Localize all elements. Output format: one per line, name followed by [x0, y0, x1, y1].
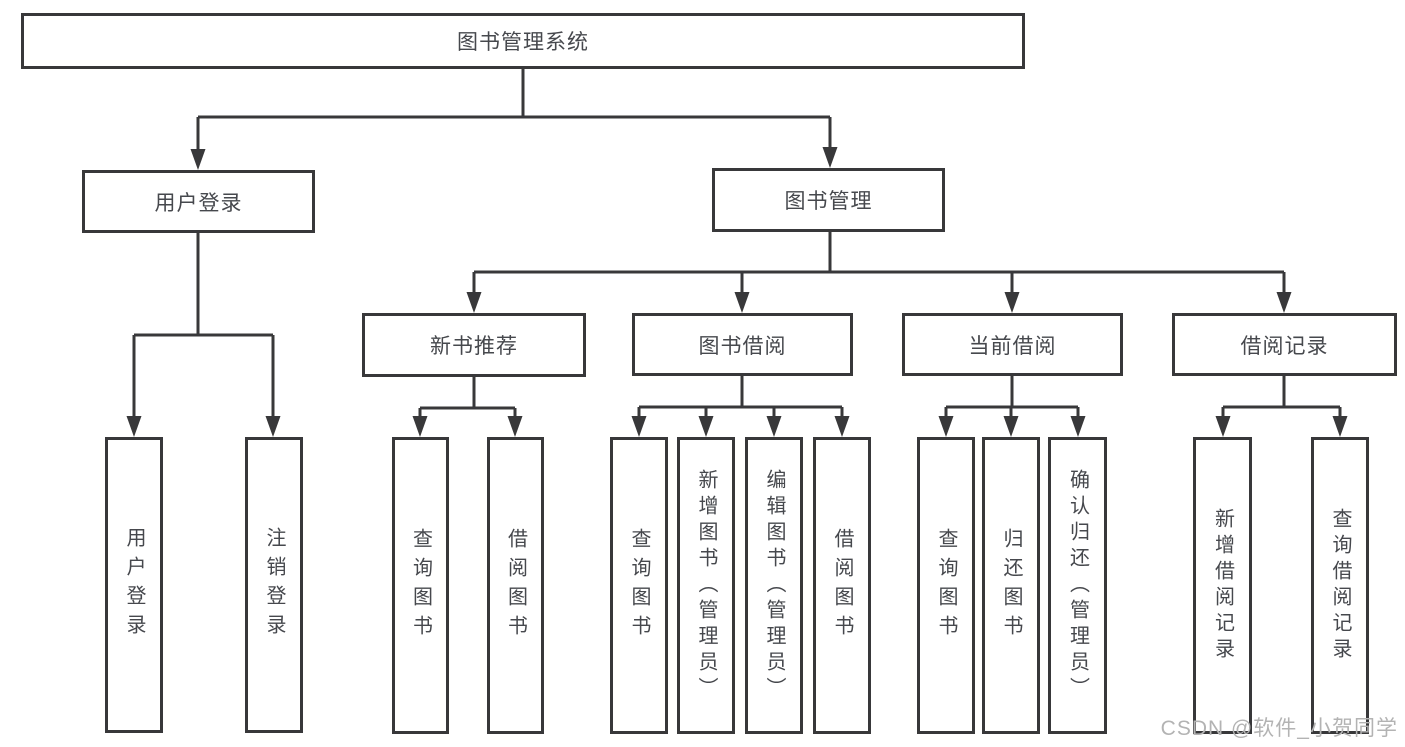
leaf-cb-query-books-label: 查询图书 [935, 527, 957, 644]
leaf-bb-borrow-books: 借阅图书 [813, 437, 871, 734]
leaf-bb-add-books-admin-label: 新增图书（管理员） [695, 468, 717, 703]
leaf-bb-borrow-books-label: 借阅图书 [831, 527, 853, 644]
leaf-nbr-borrow-books-label: 借阅图书 [504, 527, 527, 644]
leaf-cb-query-books: 查询图书 [917, 437, 975, 734]
leaf-br-add-record-label: 新增借阅记录 [1211, 507, 1234, 664]
leaf-bb-edit-books-admin: 编辑图书（管理员） [745, 437, 803, 734]
leaf-bb-add-books-admin: 新增图书（管理员） [677, 437, 735, 734]
node-root: 图书管理系统 [21, 13, 1025, 69]
leaf-cb-return-books: 归还图书 [982, 437, 1040, 734]
leaf-cb-return-books-label: 归还图书 [1000, 527, 1022, 644]
watermark: CSDN @软件_小贺同学 [1160, 717, 1398, 740]
leaf-nbr-query-books: 查询图书 [392, 437, 449, 734]
leaf-user-login-label: 用户登录 [123, 527, 145, 643]
leaf-nbr-query-books-label: 查询图书 [409, 527, 432, 644]
leaf-logout: 注销登录 [245, 437, 303, 733]
leaf-user-login: 用户登录 [105, 437, 163, 733]
leaf-cb-confirm-return-admin-label: 确认归还（管理员） [1066, 468, 1089, 703]
leaf-nbr-borrow-books: 借阅图书 [487, 437, 544, 734]
leaf-br-query-record-label: 查询借阅记录 [1329, 507, 1351, 664]
node-borrow-records: 借阅记录 [1172, 313, 1397, 376]
leaf-br-add-record: 新增借阅记录 [1193, 437, 1252, 734]
node-book-borrow: 图书借阅 [632, 313, 853, 376]
node-new-book-recommend: 新书推荐 [362, 313, 586, 377]
leaf-br-query-record: 查询借阅记录 [1311, 437, 1369, 734]
leaf-bb-query-books: 查询图书 [610, 437, 668, 734]
leaf-bb-edit-books-admin-label: 编辑图书（管理员） [763, 468, 785, 703]
leaf-logout-label: 注销登录 [263, 527, 285, 643]
node-book-management: 图书管理 [712, 168, 945, 232]
leaf-bb-query-books-label: 查询图书 [628, 527, 650, 644]
node-user-login: 用户登录 [82, 170, 315, 233]
node-current-borrow: 当前借阅 [902, 313, 1123, 376]
leaf-cb-confirm-return-admin: 确认归还（管理员） [1048, 437, 1107, 734]
